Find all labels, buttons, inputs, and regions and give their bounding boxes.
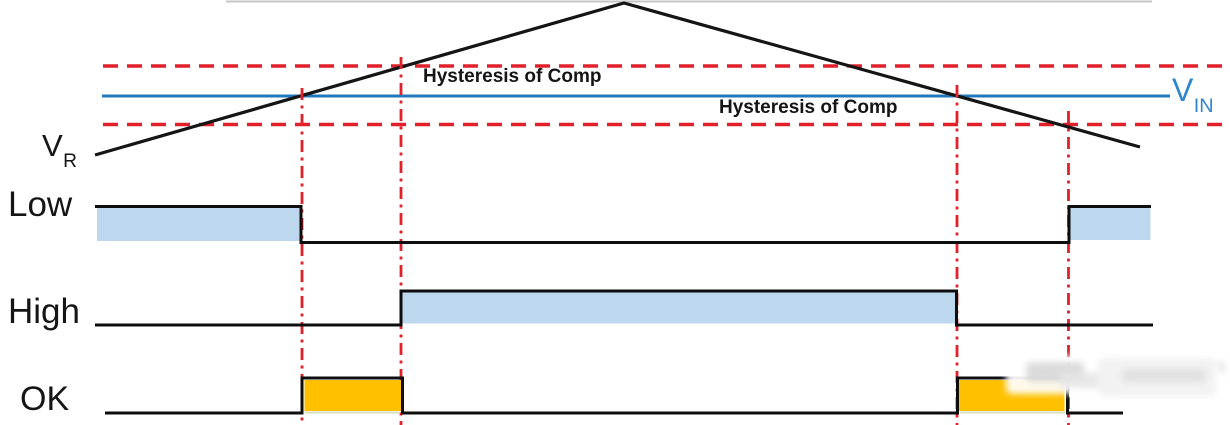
vr-label-main: V bbox=[42, 128, 63, 163]
watermark-blur-region bbox=[1006, 356, 1225, 396]
ok-pulse-fill-1 bbox=[304, 380, 401, 411]
low-signal-fill-left bbox=[97, 208, 301, 241]
vr-label-sub: R bbox=[63, 150, 77, 172]
high-signal-fill bbox=[402, 292, 956, 324]
hysteresis-lower-label: Hysteresis of Comp bbox=[719, 97, 898, 118]
hysteresis-upper-label: Hysteresis of Comp bbox=[423, 66, 602, 87]
ok-signal-label: OK bbox=[20, 380, 70, 418]
low-signal-trace bbox=[95, 205, 1151, 244]
ok-signal-trace bbox=[105, 376, 1123, 415]
high-signal-label: High bbox=[8, 292, 80, 331]
vin-label-sub: IN bbox=[1193, 94, 1214, 117]
low-signal-label: Low bbox=[8, 185, 73, 224]
ramp-waveform bbox=[94, 1, 1141, 157]
low-signal-fill-right bbox=[1070, 208, 1151, 240]
vin-label-main: V bbox=[1172, 72, 1194, 108]
high-signal-trace bbox=[95, 289, 1153, 327]
vin-label: VIN bbox=[1172, 72, 1214, 116]
vr-label: VR bbox=[42, 128, 77, 171]
